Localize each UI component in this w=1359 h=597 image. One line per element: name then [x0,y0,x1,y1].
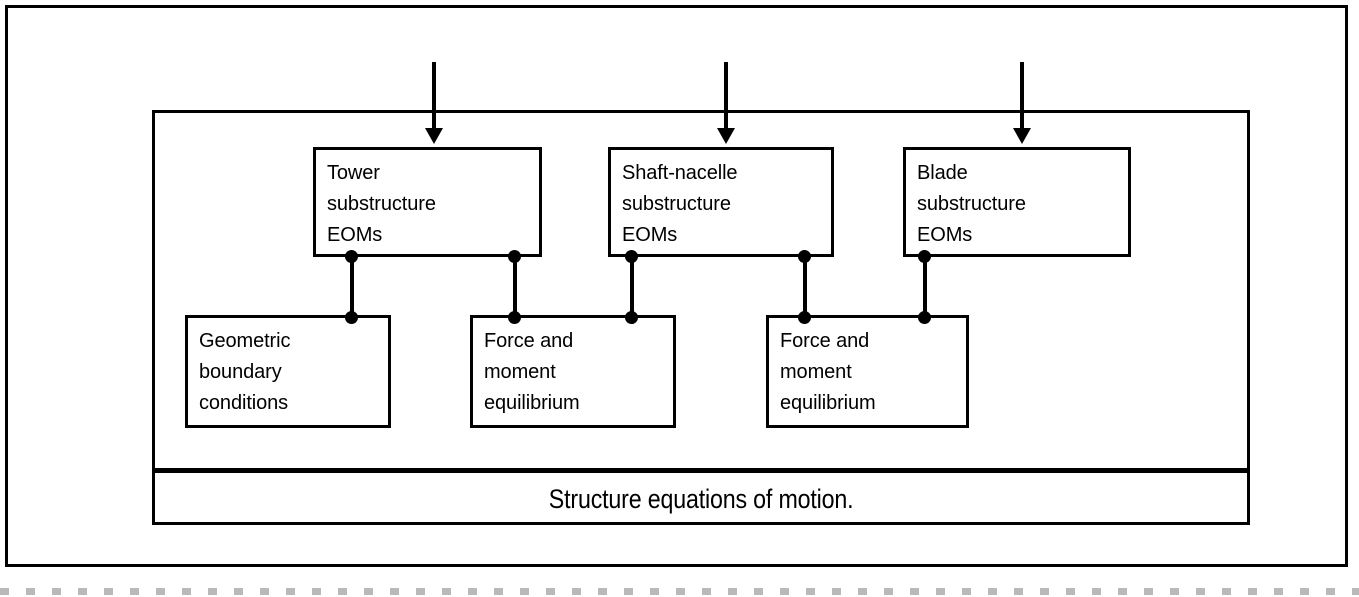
caption-divider-line [152,468,1250,473]
link-shaft-nacelle-to-force-2 [803,254,807,318]
connector-dot-tower-left [345,250,358,263]
scan-artifact-speckle [0,588,1359,595]
input-arrow-blade-shaft [1020,62,1024,130]
node-force-and-moment-equilibrium-1[interactable]: Force and moment equilibrium [470,315,676,428]
outer-frame-border [5,5,1348,567]
connector-dot-shaft-nacelle-right [798,250,811,263]
connector-dot-force-1-left [508,311,521,324]
node-force-1-label: Force and moment equilibrium [484,330,580,414]
link-blade-to-force-2 [923,254,927,318]
input-arrow-tower-head [425,128,443,144]
input-arrow-tower-shaft [432,62,436,130]
node-tower-substructure-eoms[interactable]: Tower substructure EOMs [313,147,542,257]
node-shaft-nacelle-substructure-eoms[interactable]: Shaft-nacelle substructure EOMs [608,147,834,257]
figure-caption: Structure equations of motion. [548,483,854,514]
link-shaft-nacelle-to-force-1 [630,254,634,318]
caption-band: Structure equations of motion. [152,473,1250,525]
link-tower-to-geometric [350,254,354,318]
node-tower-label: Tower substructure EOMs [327,162,436,246]
connector-dot-force-1-right [625,311,638,324]
connector-dot-force-2-left [798,311,811,324]
connector-dot-blade-left [918,250,931,263]
node-geometric-boundary-conditions[interactable]: Geometric boundary conditions [185,315,391,428]
node-force-2-label: Force and moment equilibrium [780,330,876,414]
connector-dot-force-2-right [918,311,931,324]
inner-frame-border [152,110,1250,525]
node-force-and-moment-equilibrium-2[interactable]: Force and moment equilibrium [766,315,969,428]
connector-dot-tower-right [508,250,521,263]
input-arrow-shaft-nacelle-shaft [724,62,728,130]
node-blade-substructure-eoms[interactable]: Blade substructure EOMs [903,147,1131,257]
connector-dot-geometric-top [345,311,358,324]
connector-dot-shaft-nacelle-left [625,250,638,263]
node-shaft-nacelle-label: Shaft-nacelle substructure EOMs [622,162,738,246]
input-arrow-blade-head [1013,128,1031,144]
input-arrow-shaft-nacelle-head [717,128,735,144]
link-tower-to-force-1 [513,254,517,318]
node-geometric-label: Geometric boundary conditions [199,330,291,414]
node-blade-label: Blade substructure EOMs [917,162,1026,246]
